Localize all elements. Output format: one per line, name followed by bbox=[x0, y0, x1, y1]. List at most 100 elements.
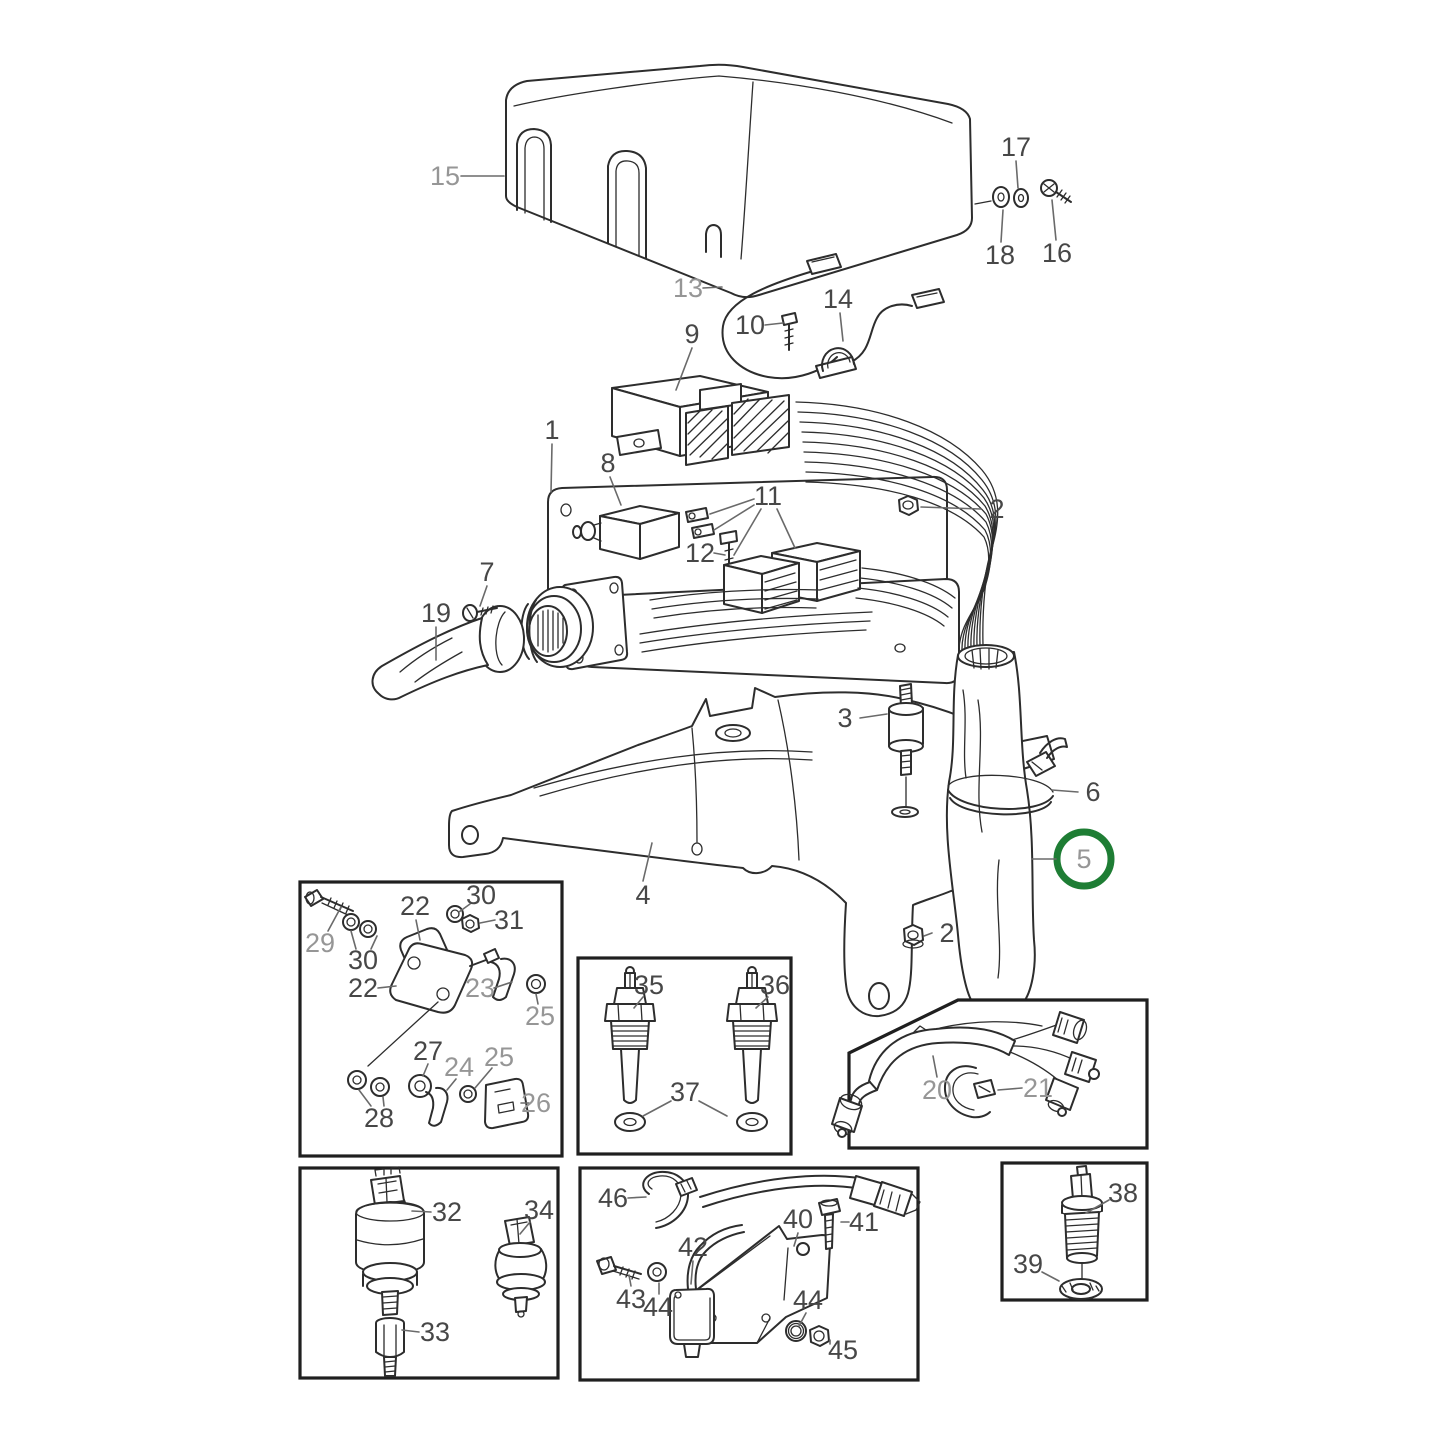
callout-35: 35 bbox=[634, 970, 664, 1000]
callout-24: 24 bbox=[444, 1052, 474, 1082]
leader-line-27 bbox=[422, 1063, 429, 1077]
leader-line-8 bbox=[609, 476, 622, 506]
vibration-damper bbox=[888, 683, 924, 949]
leader-line-38 bbox=[1085, 1199, 1110, 1214]
relay-module bbox=[572, 505, 738, 585]
leader-line-37 bbox=[642, 1100, 672, 1117]
leader-line-11 bbox=[713, 504, 755, 531]
harness-sleeve bbox=[945, 644, 1036, 1004]
callout-19: 19 bbox=[421, 598, 451, 628]
callout-30: 30 bbox=[466, 880, 496, 910]
callout-25: 25 bbox=[525, 1001, 555, 1031]
leader-line-24 bbox=[446, 1078, 457, 1091]
leader-line-14 bbox=[839, 312, 844, 342]
leader-line-30 bbox=[350, 930, 357, 950]
leader-line-34 bbox=[519, 1221, 531, 1235]
inset-box-pressure-sensors bbox=[298, 1166, 560, 1380]
leader-line-2 bbox=[923, 932, 933, 937]
leader-line-32 bbox=[411, 1210, 432, 1213]
callout-33: 33 bbox=[420, 1317, 450, 1347]
linkage-parts bbox=[304, 889, 546, 1130]
callout-3: 3 bbox=[837, 703, 852, 733]
callout-4: 4 bbox=[635, 880, 650, 910]
callout-7: 7 bbox=[479, 557, 494, 587]
leader-line-3 bbox=[859, 713, 888, 719]
callout-15: 15 bbox=[430, 161, 460, 191]
leader-line-11 bbox=[733, 508, 762, 556]
leader-line-6 bbox=[1051, 789, 1079, 793]
callout-44: 44 bbox=[793, 1285, 823, 1315]
temperature-sensors bbox=[604, 966, 778, 1132]
leader-line-21 bbox=[997, 1087, 1023, 1091]
leader-line-39 bbox=[1041, 1271, 1060, 1282]
callout-22: 22 bbox=[400, 891, 430, 921]
leader-line-31 bbox=[479, 919, 496, 924]
callout-26: 26 bbox=[521, 1088, 551, 1118]
leader-line-25 bbox=[535, 993, 539, 1005]
leader-line-30 bbox=[458, 903, 471, 913]
callout-16: 16 bbox=[1042, 238, 1072, 268]
leader-line-43 bbox=[628, 1274, 632, 1287]
callout-2: 2 bbox=[989, 494, 1004, 524]
callout-34: 34 bbox=[524, 1195, 554, 1225]
callout-44: 44 bbox=[643, 1292, 673, 1322]
callout-20: 20 bbox=[922, 1075, 952, 1105]
leader-line-40 bbox=[793, 1232, 799, 1247]
sleeve-clamp bbox=[947, 737, 1068, 816]
leader-line-18 bbox=[1000, 209, 1004, 243]
callout-45: 45 bbox=[828, 1335, 858, 1365]
callout-29: 29 bbox=[305, 928, 335, 958]
callout-6: 6 bbox=[1085, 777, 1100, 807]
leader-line-29 bbox=[327, 906, 342, 932]
callout-46: 46 bbox=[598, 1183, 628, 1213]
jumper-wire-and-clamp bbox=[721, 253, 945, 380]
callout-14: 14 bbox=[823, 284, 853, 314]
leader-line-25 bbox=[474, 1067, 493, 1089]
highlight-circle bbox=[1053, 828, 1115, 890]
callout-22: 22 bbox=[348, 973, 378, 1003]
leader-line-42 bbox=[690, 1260, 694, 1285]
leader-line-11 bbox=[709, 498, 755, 515]
callout-32: 32 bbox=[432, 1197, 462, 1227]
cover-fasteners bbox=[974, 179, 1072, 208]
leader-line-17 bbox=[1015, 160, 1019, 189]
callout-27: 27 bbox=[413, 1036, 443, 1066]
leader-line-36 bbox=[755, 996, 769, 1009]
callout-17: 17 bbox=[1001, 132, 1031, 162]
callout-10: 10 bbox=[735, 310, 765, 340]
callout-25: 25 bbox=[484, 1042, 514, 1072]
leader-line-7 bbox=[479, 585, 488, 607]
leader-line-9 bbox=[675, 347, 693, 391]
round-connector-and-cable bbox=[371, 575, 629, 701]
wiring-bundle bbox=[649, 401, 999, 655]
leader-line-28 bbox=[358, 1089, 372, 1107]
leader-line-2 bbox=[920, 506, 982, 510]
leader-line-44 bbox=[798, 1312, 807, 1327]
leader-line-33 bbox=[401, 1329, 420, 1333]
small-fasteners-mid bbox=[462, 495, 919, 622]
sensor-harness bbox=[831, 1011, 1100, 1138]
callout-39: 39 bbox=[1013, 1249, 1043, 1279]
callout-11: 11 bbox=[754, 481, 782, 511]
callout-21: 21 bbox=[1023, 1073, 1053, 1103]
leader-line-12 bbox=[713, 552, 726, 556]
sensor-bracket-kit bbox=[596, 1170, 921, 1358]
leader-line-30 bbox=[370, 935, 378, 950]
leader-line-46 bbox=[627, 1196, 647, 1199]
leader-line-13 bbox=[702, 286, 723, 289]
threaded-sensor bbox=[1059, 1165, 1103, 1300]
leader-lines bbox=[327, 160, 1110, 1345]
callout-40: 40 bbox=[783, 1204, 813, 1234]
callout-38: 38 bbox=[1108, 1178, 1138, 1208]
leader-line-11 bbox=[776, 508, 796, 549]
callout-1: 1 bbox=[544, 415, 559, 445]
leader-line-20 bbox=[932, 1055, 938, 1078]
callout-31: 31 bbox=[494, 905, 524, 935]
callout-30: 30 bbox=[348, 945, 378, 975]
callout-41: 41 bbox=[849, 1207, 879, 1237]
leader-line-35 bbox=[633, 996, 644, 1009]
leader-line-4 bbox=[642, 842, 653, 882]
leader-line-22 bbox=[415, 919, 421, 941]
